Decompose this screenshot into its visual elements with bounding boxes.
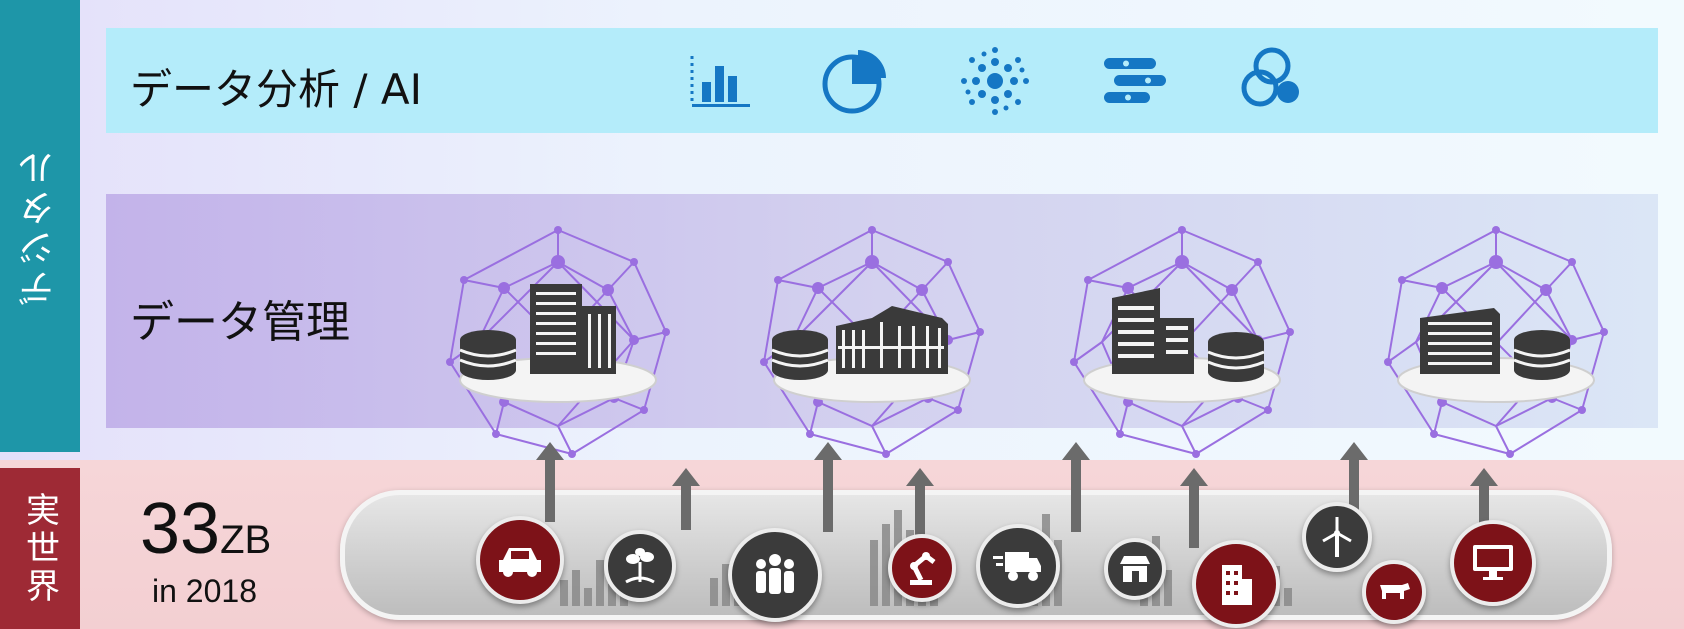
- ai-layer-title: データ分析 / AI: [130, 65, 422, 114]
- upload-arrow-icon: [1062, 442, 1090, 532]
- upload-arrow-icon: [1470, 468, 1498, 528]
- robot-arm-icon: [888, 534, 956, 602]
- database-building-icon: [1384, 226, 1608, 458]
- office-building-icon: [1192, 540, 1280, 628]
- cluster-icon: [961, 47, 1029, 115]
- digital-side-label: デジタル: [0, 0, 80, 452]
- database-office-icon: [1070, 226, 1294, 458]
- upload-arrow-icon: [1180, 468, 1208, 548]
- upload-arrow-icon: [536, 442, 564, 522]
- upload-arrow-icon: [672, 468, 700, 530]
- cow-icon: [1362, 560, 1426, 624]
- monitor-icon: [1450, 520, 1536, 606]
- data-volume-year: in 2018: [152, 573, 257, 609]
- database-factory-icon: [760, 226, 984, 458]
- upload-arrow-icon: [814, 442, 842, 532]
- car-icon: [476, 516, 564, 604]
- upload-arrow-icon: [1340, 442, 1368, 512]
- bar-chart-icon: [690, 56, 750, 107]
- data-management-title: データ管理: [130, 297, 350, 348]
- database-skyscraper-icon: [446, 226, 670, 458]
- people-icon: [728, 528, 822, 622]
- venn-circles-icon: [1241, 47, 1299, 107]
- timeline-bars-icon: [1104, 58, 1166, 103]
- wind-turbine-icon: [1302, 502, 1372, 572]
- data-volume-value: 33ZB: [140, 489, 272, 569]
- pie-chart-icon: [822, 50, 886, 114]
- real-world-side-label: 実世界: [0, 468, 80, 629]
- plant-icon: [604, 530, 676, 602]
- ai-layer-band: [106, 28, 1658, 133]
- upload-arrow-icon: [906, 468, 934, 538]
- data-volume-unit: ZB: [220, 518, 272, 562]
- delivery-truck-icon: [976, 524, 1060, 608]
- shop-icon: [1104, 538, 1166, 600]
